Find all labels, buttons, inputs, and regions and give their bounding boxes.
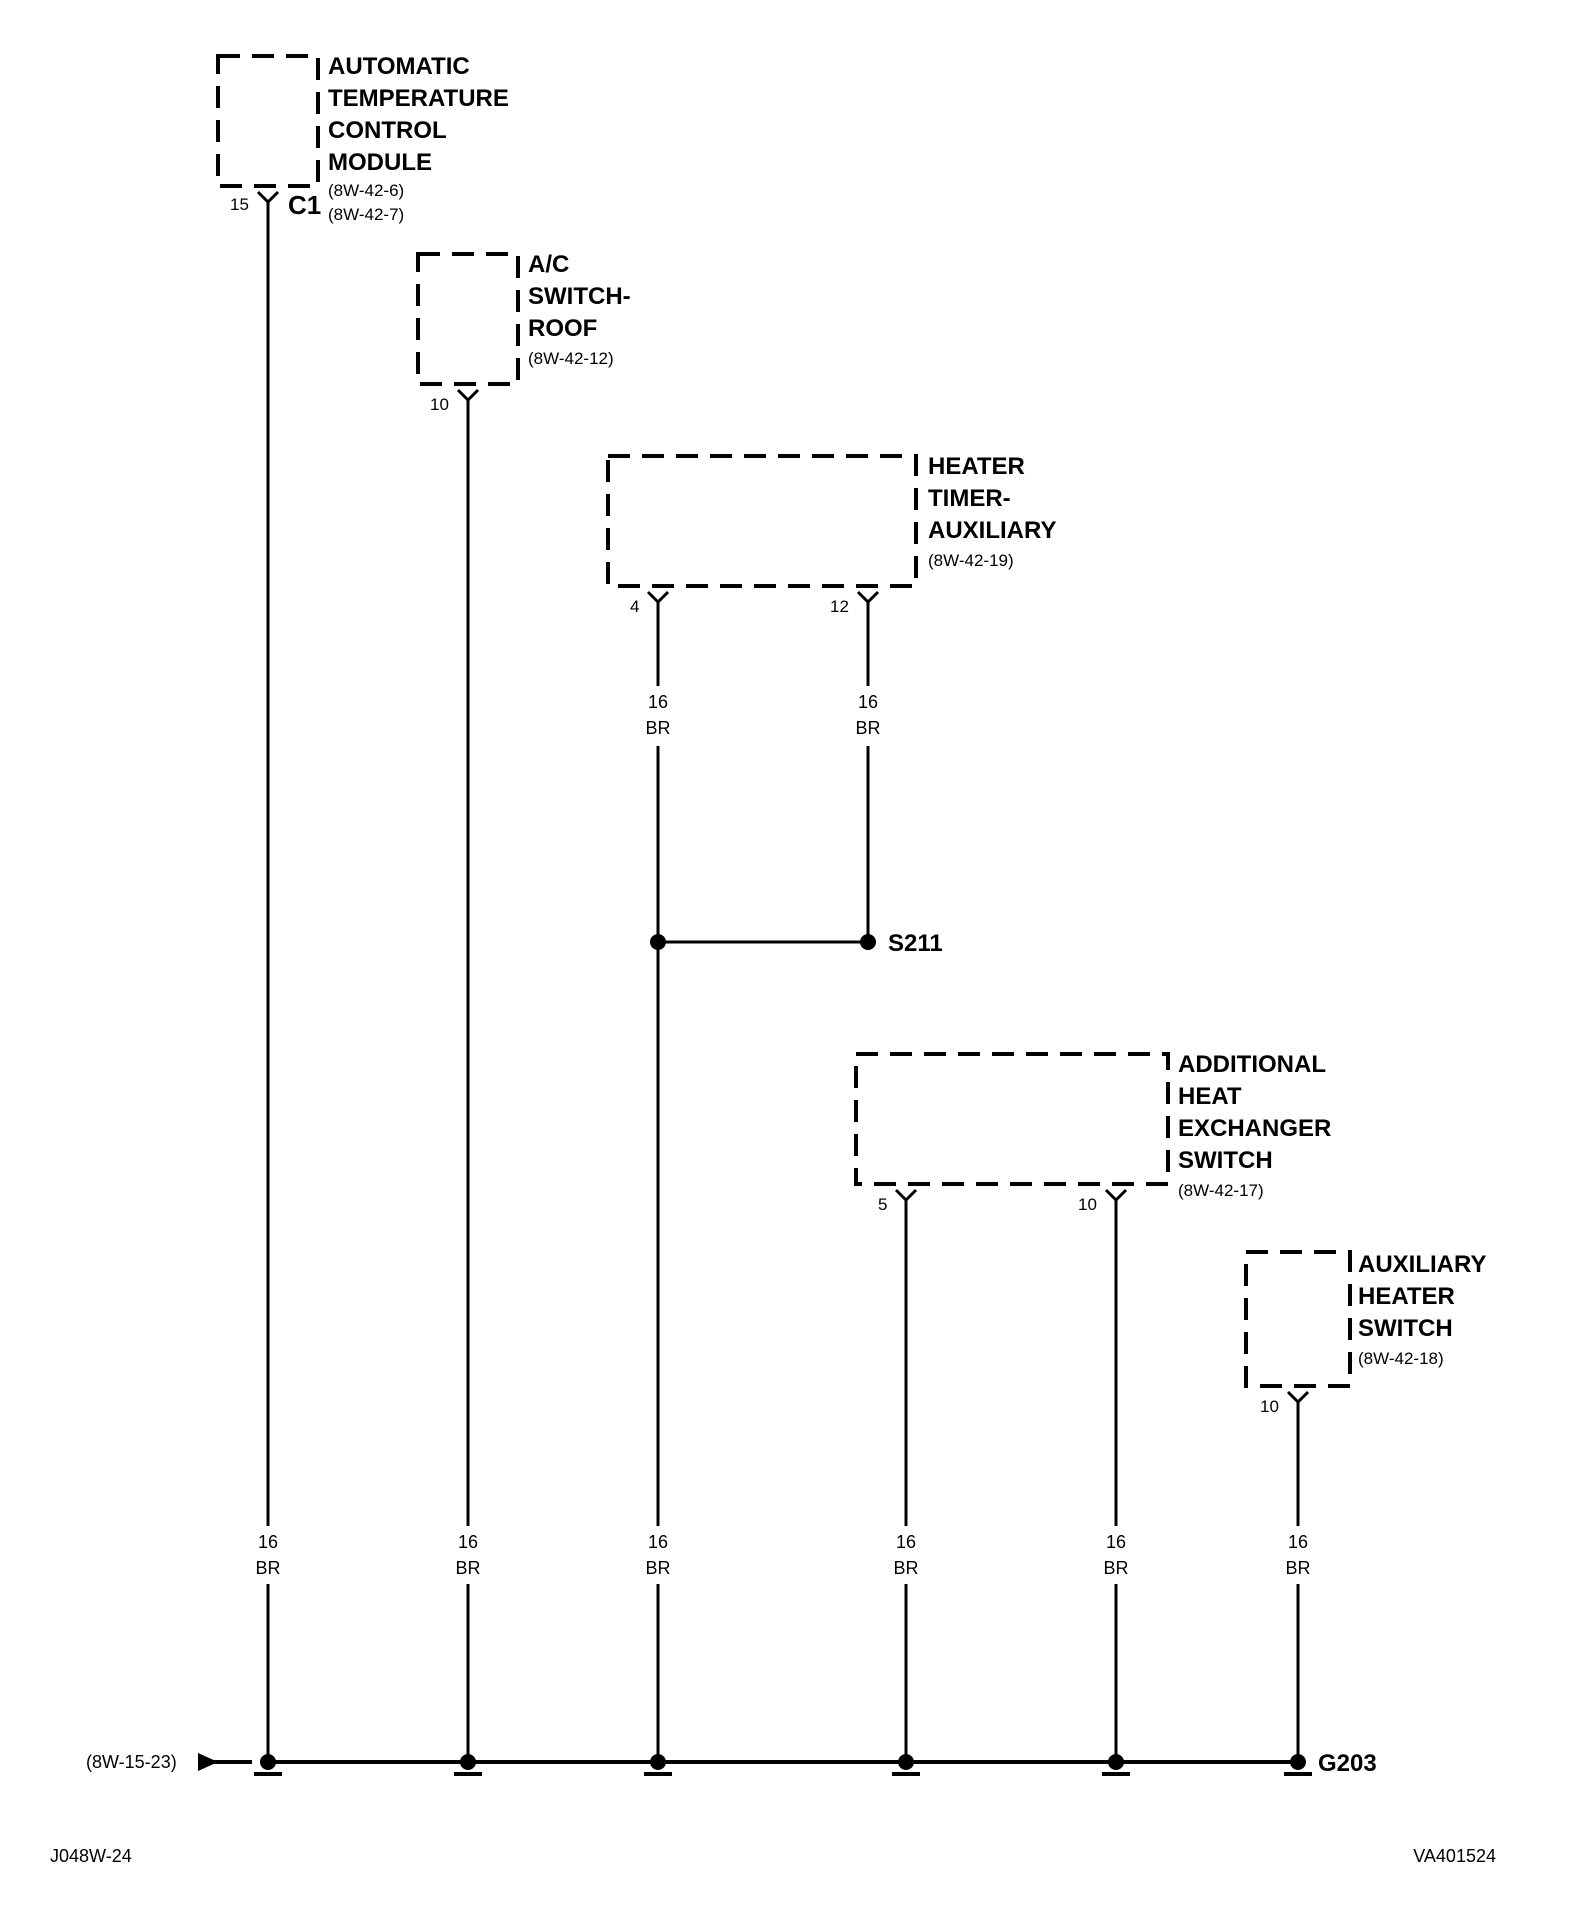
wire-label-aux-heater: 16 BR xyxy=(1285,1532,1310,1578)
heater-timer-box xyxy=(606,454,918,588)
wire-label-atc: 16 BR xyxy=(255,1532,280,1578)
ground-arrow-ref: (8W-15-23) xyxy=(86,1752,177,1772)
splice-dot-right xyxy=(860,934,876,950)
heat-exchanger-pin5-symbol xyxy=(894,1188,918,1203)
aux-heater-box xyxy=(1244,1250,1352,1388)
heater-timer-name-1: HEATER xyxy=(928,453,1025,480)
ac-switch-roof-name-1: A/C xyxy=(528,251,569,278)
wire-color: BR xyxy=(645,718,670,738)
atc-module-name-4: MODULE xyxy=(328,149,432,176)
heater-timer-pin4-number: 4 xyxy=(630,597,639,616)
wire-label-splice-down: 16 BR xyxy=(645,1532,670,1578)
ground-bus: (8W-15-23) G203 xyxy=(86,1750,1377,1777)
wire-color: BR xyxy=(645,1558,670,1578)
footer-left-code: J048W-24 xyxy=(50,1846,132,1866)
ground-node-ac-roof xyxy=(454,1754,482,1776)
wire-color: BR xyxy=(1103,1558,1128,1578)
atc-module-name-1: AUTOMATIC xyxy=(328,53,470,80)
ground-node-aux-heater xyxy=(1284,1754,1312,1776)
ground-node-exchanger-pin5 xyxy=(892,1754,920,1776)
atc-module-box xyxy=(216,54,320,188)
wire-gauge: 16 xyxy=(258,1532,278,1552)
heat-exchanger-pin10-symbol xyxy=(1104,1188,1128,1203)
aux-heater-pin-number: 10 xyxy=(1260,1397,1279,1416)
aux-heater-name-1: AUXILIARY xyxy=(1358,1251,1486,1278)
ac-switch-roof-name-3: ROOF xyxy=(528,315,597,342)
ground-node-splice xyxy=(644,1754,672,1776)
wire-gauge: 16 xyxy=(458,1532,478,1552)
aux-heater-pin-symbol xyxy=(1286,1390,1310,1405)
ground-arrow-head xyxy=(198,1753,218,1771)
heat-exchanger-pin10-number: 10 xyxy=(1078,1195,1097,1214)
wire-label-exchanger-pin10: 16 BR xyxy=(1103,1532,1128,1578)
heater-timer-pin12-number: 12 xyxy=(830,597,849,616)
wire-color: BR xyxy=(893,1558,918,1578)
aux-heater-ref: (8W-42-18) xyxy=(1358,1349,1444,1368)
wire-label-exchanger-pin5: 16 BR xyxy=(893,1532,918,1578)
wire-gauge: 16 xyxy=(648,1532,668,1552)
wire-color: BR xyxy=(255,1558,280,1578)
heater-timer-name-3: AUXILIARY xyxy=(928,517,1056,544)
wire-color: BR xyxy=(455,1558,480,1578)
aux-heater-name-2: HEATER xyxy=(1358,1283,1455,1310)
wire-label-timer-pin4: 16 BR xyxy=(645,692,670,738)
ac-switch-roof-pin-number: 10 xyxy=(430,395,449,414)
heat-exchanger-name-3: EXCHANGER xyxy=(1178,1115,1331,1142)
wire-gauge: 16 xyxy=(648,692,668,712)
wire-gauge: 16 xyxy=(1106,1532,1126,1552)
atc-module: AUTOMATIC TEMPERATURE CONTROL MODULE (8W… xyxy=(216,53,509,224)
wire-label-ac-roof: 16 BR xyxy=(455,1532,480,1578)
heater-timer-auxiliary: HEATER TIMER- AUXILIARY (8W-42-19) 4 12 xyxy=(606,453,1056,616)
auxiliary-heater-switch: AUXILIARY HEATER SWITCH (8W-42-18) 10 xyxy=(1244,1250,1486,1416)
heater-timer-ref: (8W-42-19) xyxy=(928,551,1014,570)
heat-exchanger-pin5-number: 5 xyxy=(878,1195,887,1214)
wire-gauge: 16 xyxy=(858,692,878,712)
atc-connector-label: C1 xyxy=(288,190,321,220)
ac-switch-roof-pin-symbol xyxy=(456,388,480,403)
wire-color: BR xyxy=(855,718,880,738)
ac-switch-roof: A/C SWITCH- ROOF (8W-42-12) 10 xyxy=(416,251,631,414)
heater-timer-pin12-symbol xyxy=(856,590,880,605)
footer-right-code: VA401524 xyxy=(1413,1846,1496,1866)
atc-module-name-3: CONTROL xyxy=(328,117,447,144)
heat-exchanger-name-4: SWITCH xyxy=(1178,1147,1273,1174)
heat-exchanger-ref: (8W-42-17) xyxy=(1178,1181,1264,1200)
heater-timer-name-2: TIMER- xyxy=(928,485,1011,512)
aux-heater-name-3: SWITCH xyxy=(1358,1315,1453,1342)
atc-pin-number: 15 xyxy=(230,195,249,214)
atc-pin-symbol xyxy=(256,190,280,205)
splice-dot-left xyxy=(650,934,666,950)
wire-gauge: 16 xyxy=(896,1532,916,1552)
wire-label-timer-pin12: 16 BR xyxy=(855,692,880,738)
additional-heat-exchanger-switch: ADDITIONAL HEAT EXCHANGER SWITCH (8W-42-… xyxy=(854,1051,1331,1214)
wire-gauge: 16 xyxy=(1288,1532,1308,1552)
heat-exchanger-box xyxy=(854,1052,1170,1186)
ac-switch-roof-box xyxy=(416,252,520,386)
splice-label: S211 xyxy=(888,930,943,957)
ground-node-exchanger-pin10 xyxy=(1102,1754,1130,1776)
atc-module-ref-2: (8W-42-7) xyxy=(328,205,404,224)
ac-switch-roof-ref: (8W-42-12) xyxy=(528,349,614,368)
ac-switch-roof-name-2: SWITCH- xyxy=(528,283,631,310)
heat-exchanger-name-1: ADDITIONAL xyxy=(1178,1051,1326,1078)
ground-label: G203 xyxy=(1318,1750,1377,1777)
heater-timer-pin4-symbol xyxy=(646,590,670,605)
wire-color: BR xyxy=(1285,1558,1310,1578)
splice-s211: S211 xyxy=(650,930,943,957)
ground-node-atc xyxy=(254,1754,282,1776)
atc-module-ref-1: (8W-42-6) xyxy=(328,181,404,200)
atc-module-name-2: TEMPERATURE xyxy=(328,85,509,112)
heat-exchanger-name-2: HEAT xyxy=(1178,1083,1242,1110)
